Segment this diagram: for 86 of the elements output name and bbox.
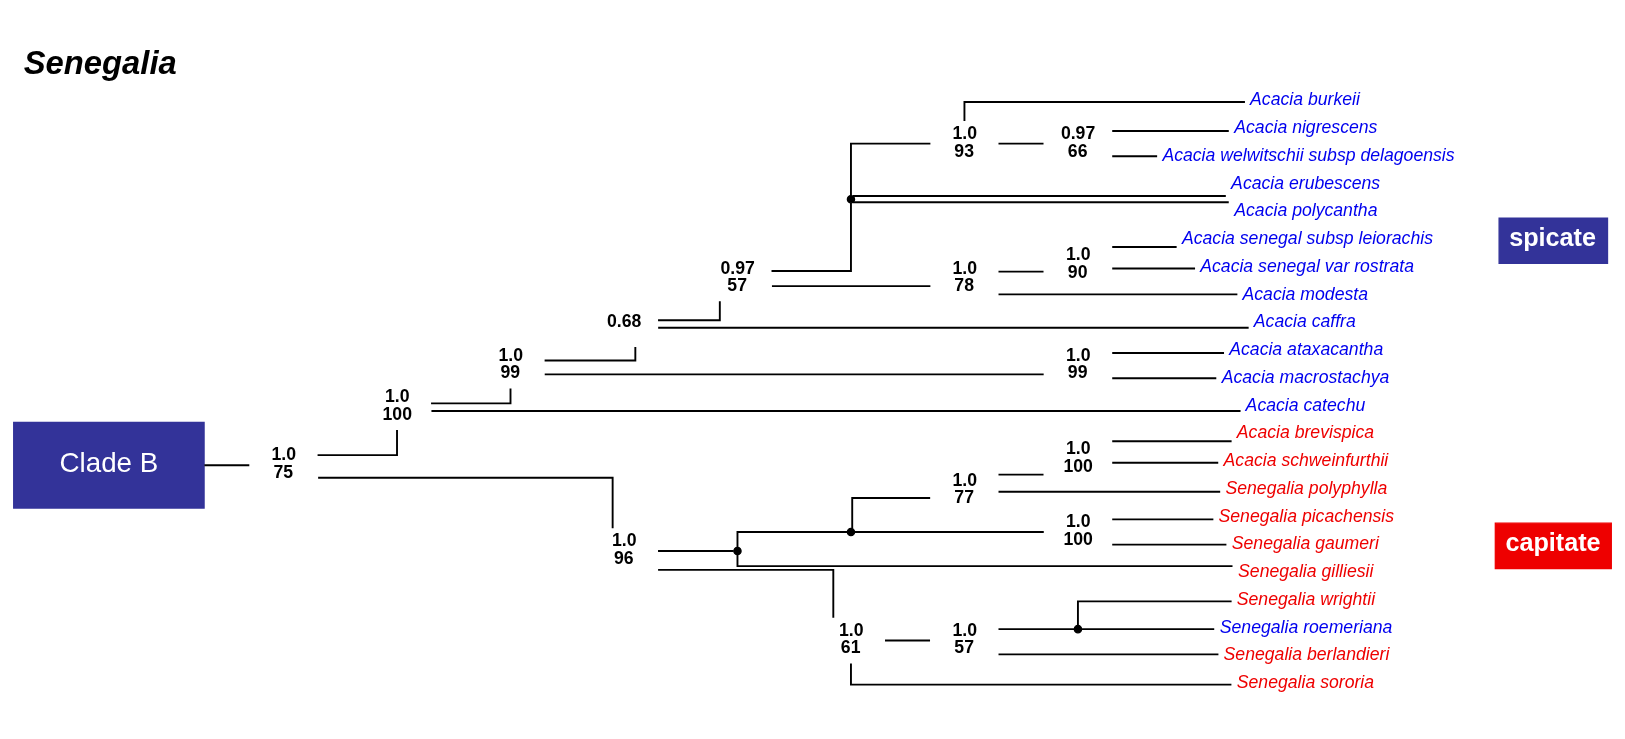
node-text: 1.0 99 (498, 344, 524, 382)
node-point (1073, 624, 1083, 633)
connector (1111, 267, 1196, 269)
connector (1111, 245, 1178, 248)
connector (657, 549, 735, 552)
connector (1080, 627, 1216, 630)
label: capitate (1505, 527, 1601, 556)
connector (1111, 439, 1233, 442)
connector (853, 530, 1045, 533)
node-text: Acacia nigrescens (1234, 116, 1378, 137)
connector (317, 476, 614, 529)
connector (1111, 129, 1230, 132)
node-text: Acacia ataxacantha (1229, 338, 1384, 359)
connector (1077, 599, 1233, 626)
node-text: Acacia senegal var rostrata (1200, 255, 1415, 276)
connector (997, 652, 1220, 655)
node-text: 1.0 90 (1065, 243, 1091, 282)
node-text: 0.68 (606, 310, 642, 331)
node-box: Clade B (13, 421, 205, 509)
node-text: 1.0 75 (271, 443, 297, 482)
connector (430, 387, 512, 404)
connector (852, 200, 1230, 203)
node-text: Acacia macrostachya (1221, 366, 1390, 387)
connector (770, 201, 852, 272)
connector (1111, 376, 1218, 379)
node-text: 0.97 66 (1060, 122, 1096, 161)
node-text: Acacia catechu (1245, 394, 1366, 415)
node-text: Senegalia wrightii (1236, 588, 1376, 609)
connector (657, 568, 835, 619)
connector (657, 326, 1250, 329)
node-text: Acacia modesta (1242, 283, 1368, 304)
node-text: Acacia erubescens (1231, 172, 1381, 193)
node-text: 1.0 100 (1063, 437, 1093, 476)
connector (850, 142, 932, 196)
node-text: Acacia caffra (1253, 310, 1356, 331)
node-text: 0.97 57 (720, 257, 755, 295)
connector (736, 553, 1234, 567)
connector (997, 627, 1076, 630)
node-text: Senegalia berlandieri (1223, 643, 1390, 664)
connector (997, 142, 1045, 145)
connector (543, 345, 637, 361)
node-text: Acacia brevispica (1236, 421, 1375, 442)
connector (851, 496, 932, 529)
connector (884, 639, 931, 641)
connector (430, 409, 1242, 412)
connector (1111, 351, 1225, 354)
node-text: Senegalia gilliesii (1238, 560, 1374, 581)
connector (997, 270, 1045, 273)
node-text: Senegalia roemeriana (1219, 616, 1393, 637)
node-text: Acacia polycantha (1234, 199, 1378, 220)
node-text: Senegalia picachensis (1218, 505, 1395, 526)
connector (316, 428, 398, 456)
node-text: 1.0 96 (612, 529, 637, 568)
node-text: 1.0 93 (952, 122, 977, 161)
connector (203, 463, 251, 466)
connector (543, 372, 1045, 375)
node-text: 1.0 78 (952, 257, 977, 295)
connector (1111, 517, 1215, 520)
node-text: 1.0 77 (952, 469, 977, 507)
connector (1111, 543, 1228, 546)
node-text: 1.0 61 (838, 619, 864, 657)
connector (1111, 154, 1159, 157)
node-text: 1.0 100 (382, 385, 412, 424)
node-text: Senegalia gaumeri (1231, 532, 1379, 553)
connector (997, 473, 1045, 476)
node-text: 1.0 57 (952, 619, 977, 657)
node-point (846, 527, 856, 536)
node-text: Senegalia polyphylla (1225, 477, 1388, 498)
connector (736, 530, 849, 548)
connector (997, 292, 1239, 295)
node-point (733, 546, 742, 555)
node-text: Acacia welwitschii subsp delagoensis (1162, 144, 1455, 165)
connector (852, 194, 1227, 197)
node-text: 1.0 100 (1063, 510, 1093, 549)
node-text: Acacia burkeii (1250, 88, 1360, 109)
connector (771, 284, 932, 287)
node-text: Senegalia sororia (1236, 671, 1375, 692)
node-text: 1.0 99 (1065, 344, 1091, 382)
node-text: Acacia schweinfurthii (1223, 449, 1389, 470)
node-text: Acacia senegal subsp leiorachis (1181, 227, 1434, 248)
node-point (846, 194, 856, 203)
label: spicate (1509, 222, 1597, 251)
connector (1111, 461, 1220, 464)
connector (997, 490, 1222, 493)
diagram-title: Senegalia (23, 43, 177, 81)
connector (657, 299, 721, 321)
